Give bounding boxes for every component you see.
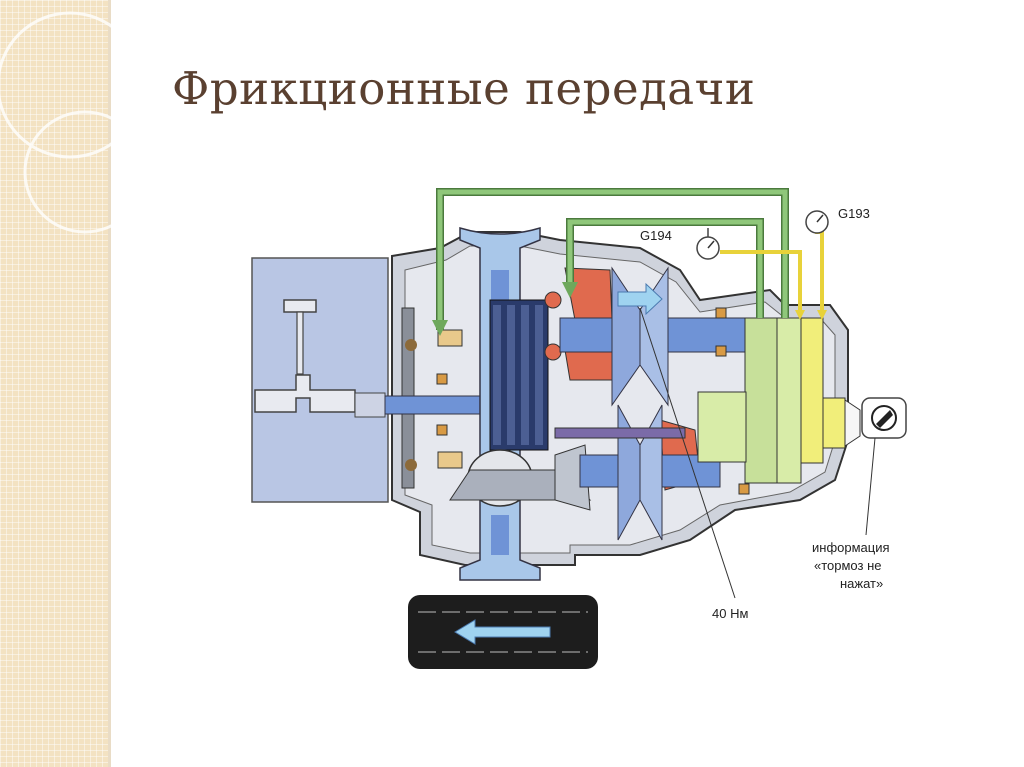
direction-arrow-icon xyxy=(454,619,551,645)
direction-arrow-icon xyxy=(617,282,663,316)
pressure-gauge-icon xyxy=(696,228,720,260)
label-torque: 40 Нм xyxy=(712,606,748,621)
engine-block xyxy=(251,257,389,503)
hydraulic-control-unit xyxy=(697,317,861,484)
oil-arrow-down-icon xyxy=(562,282,578,298)
differential xyxy=(449,444,592,511)
brake-pedal-icon xyxy=(861,397,907,536)
label-g194: G194 xyxy=(640,228,672,243)
oil-arrow-down-icon xyxy=(432,320,448,336)
planetary-gear-set xyxy=(489,299,549,451)
wheel xyxy=(408,595,598,669)
label-g193: G193 xyxy=(838,206,870,221)
decorative-side-band xyxy=(0,0,108,767)
side-divider xyxy=(108,0,111,767)
pressure-gauge-icon xyxy=(805,210,829,234)
label-info-line2: «тормоз не xyxy=(814,558,882,573)
label-info-line3: нажат» xyxy=(840,576,883,591)
bearings xyxy=(436,307,750,495)
slide-title: Фрикционные передачи xyxy=(172,62,756,115)
label-info-line1: информация xyxy=(812,540,890,555)
variator-secondary-pulley xyxy=(554,404,721,541)
torque-pointer-line xyxy=(639,307,736,599)
decorative-circles xyxy=(0,11,147,234)
